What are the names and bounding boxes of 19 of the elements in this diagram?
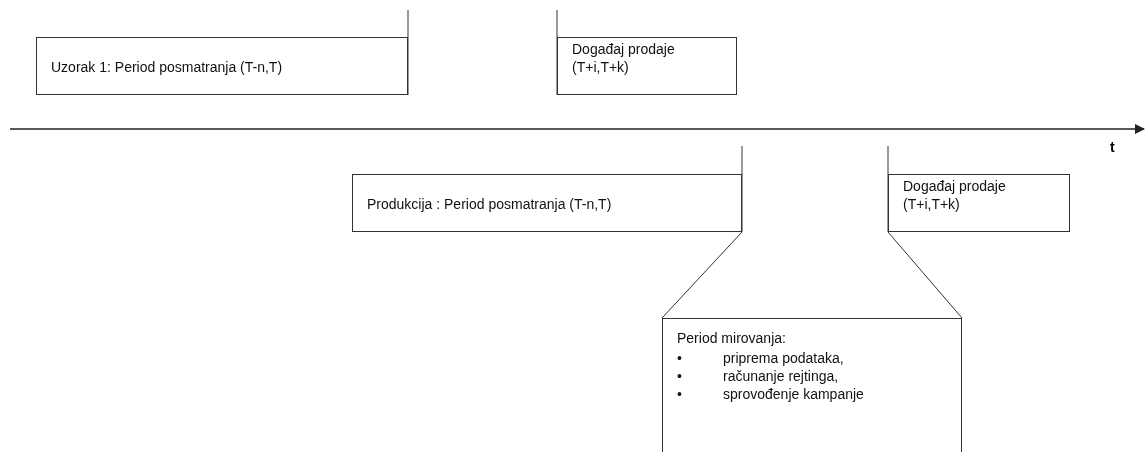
idle-period-box xyxy=(662,318,962,452)
box-text: Događaj prodaje (T+i,T+k) xyxy=(572,40,676,76)
box-text: Uzorak 1: Period posmatranja (T-n,T) xyxy=(51,58,284,76)
bullet-marker: • xyxy=(677,368,682,384)
connector-line xyxy=(661,231,743,319)
bullet-item: priprema podataka, xyxy=(723,350,844,366)
period-box xyxy=(36,37,408,95)
bullet-item: računanje rejtinga, xyxy=(723,368,839,384)
event-box xyxy=(888,174,1070,232)
box-text: Produkcija : Period posmatranja (T-n,T) xyxy=(367,195,613,213)
axis-label: t xyxy=(1110,139,1115,155)
bullet-marker: • xyxy=(677,386,682,402)
box-text: Događaj prodaje (T+i,T+k) xyxy=(903,177,1007,213)
connector-line xyxy=(887,231,963,319)
box-heading: Period mirovanja: xyxy=(677,329,787,347)
period-box xyxy=(352,174,742,232)
bullet-marker: • xyxy=(677,350,682,366)
bullet-item: sprovođenje kampanje xyxy=(723,386,864,402)
event-box xyxy=(557,37,737,95)
